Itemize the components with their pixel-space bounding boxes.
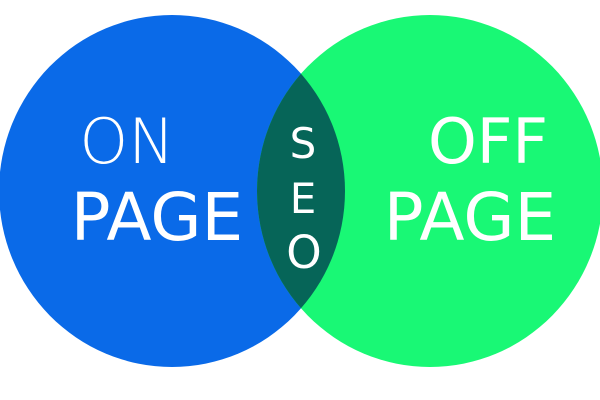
off-page-circle [257,15,600,367]
off-page-label-line1: OFF [428,105,548,178]
on-page-label-line1: ON [79,105,174,178]
off-page-label-line2: PAGE [384,179,556,256]
seo-letter-e: E [290,174,317,223]
seo-letter-o: O [286,226,321,279]
seo-letter-s: S [290,119,317,168]
on-page-circle [0,15,345,367]
on-page-label-line2: PAGE [71,179,243,256]
